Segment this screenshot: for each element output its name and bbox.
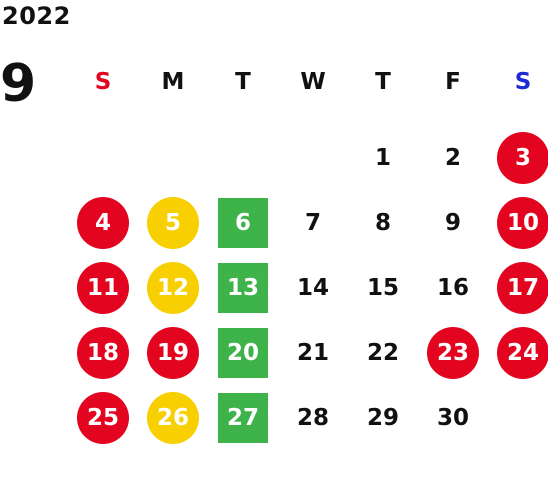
day-cell[interactable]: 4 [68,190,138,255]
day-number: 7 [304,209,321,236]
day-cell[interactable]: 1 [348,125,418,190]
day-cell[interactable]: 22 [348,320,418,385]
day-cell[interactable]: 19 [138,320,208,385]
weekday-header: W [300,69,326,95]
day-cell[interactable]: 9 [418,190,488,255]
day-number: 20 [218,327,268,378]
day-number: 17 [497,261,548,314]
day-cell[interactable]: 7 [278,190,348,255]
day-cell[interactable]: 15 [348,255,418,320]
weekday-header: M [161,69,185,95]
day-number: 23 [427,326,479,379]
day-cell[interactable]: 13 [208,255,278,320]
weekday-header: F [445,69,461,95]
day-number: 21 [296,339,329,366]
day-number: 13 [218,262,268,313]
day-cell[interactable]: 10 [488,190,548,255]
day-number: 28 [296,404,329,431]
day-number: 14 [296,274,329,301]
empty-day-cell [138,125,208,190]
day-number: 11 [77,261,129,314]
day-cell[interactable]: 25 [68,385,138,450]
day-cell[interactable]: 20 [208,320,278,385]
day-number: 19 [147,326,199,379]
day-cell[interactable]: 30 [418,385,488,450]
day-number: 26 [147,391,199,444]
weekday-header: S [514,69,532,95]
day-cell[interactable]: 17 [488,255,548,320]
weekday-header: T [375,69,391,95]
empty-day-cell [278,125,348,190]
day-number: 8 [374,209,391,236]
day-cell[interactable]: 24 [488,320,548,385]
day-number: 27 [218,392,268,443]
day-number: 5 [147,196,199,249]
day-number: 10 [497,196,548,249]
day-number: 22 [366,339,399,366]
day-cell[interactable]: 14 [278,255,348,320]
weekday-header: S [94,69,112,95]
day-cell[interactable]: 5 [138,190,208,255]
day-cell[interactable]: 3 [488,125,548,190]
day-cell[interactable]: 29 [348,385,418,450]
day-number: 12 [147,261,199,314]
weekday-header: T [235,69,251,95]
day-cell[interactable]: 27 [208,385,278,450]
day-cell[interactable]: 12 [138,255,208,320]
day-cell[interactable]: 18 [68,320,138,385]
day-number: 3 [497,131,548,184]
day-number: 30 [436,404,469,431]
day-number: 6 [218,197,268,248]
day-number: 16 [436,274,469,301]
empty-day-cell [68,125,138,190]
day-number: 1 [374,144,391,171]
calendar-year: 2022 [2,2,71,30]
day-cell[interactable]: 26 [138,385,208,450]
day-cell[interactable]: 23 [418,320,488,385]
day-number: 18 [77,326,129,379]
day-cell[interactable]: 16 [418,255,488,320]
day-number: 15 [366,274,399,301]
day-number: 4 [77,196,129,249]
empty-day-cell [208,125,278,190]
day-number: 29 [366,404,399,431]
day-number: 9 [444,209,461,236]
day-cell[interactable]: 11 [68,255,138,320]
day-cell[interactable]: 8 [348,190,418,255]
day-number: 25 [77,391,129,444]
day-cell[interactable]: 6 [208,190,278,255]
day-cell[interactable]: 2 [418,125,488,190]
day-cell[interactable]: 21 [278,320,348,385]
day-number: 24 [497,326,548,379]
day-number: 2 [444,144,461,171]
calendar-month: 9 [0,54,37,114]
day-cell[interactable]: 28 [278,385,348,450]
